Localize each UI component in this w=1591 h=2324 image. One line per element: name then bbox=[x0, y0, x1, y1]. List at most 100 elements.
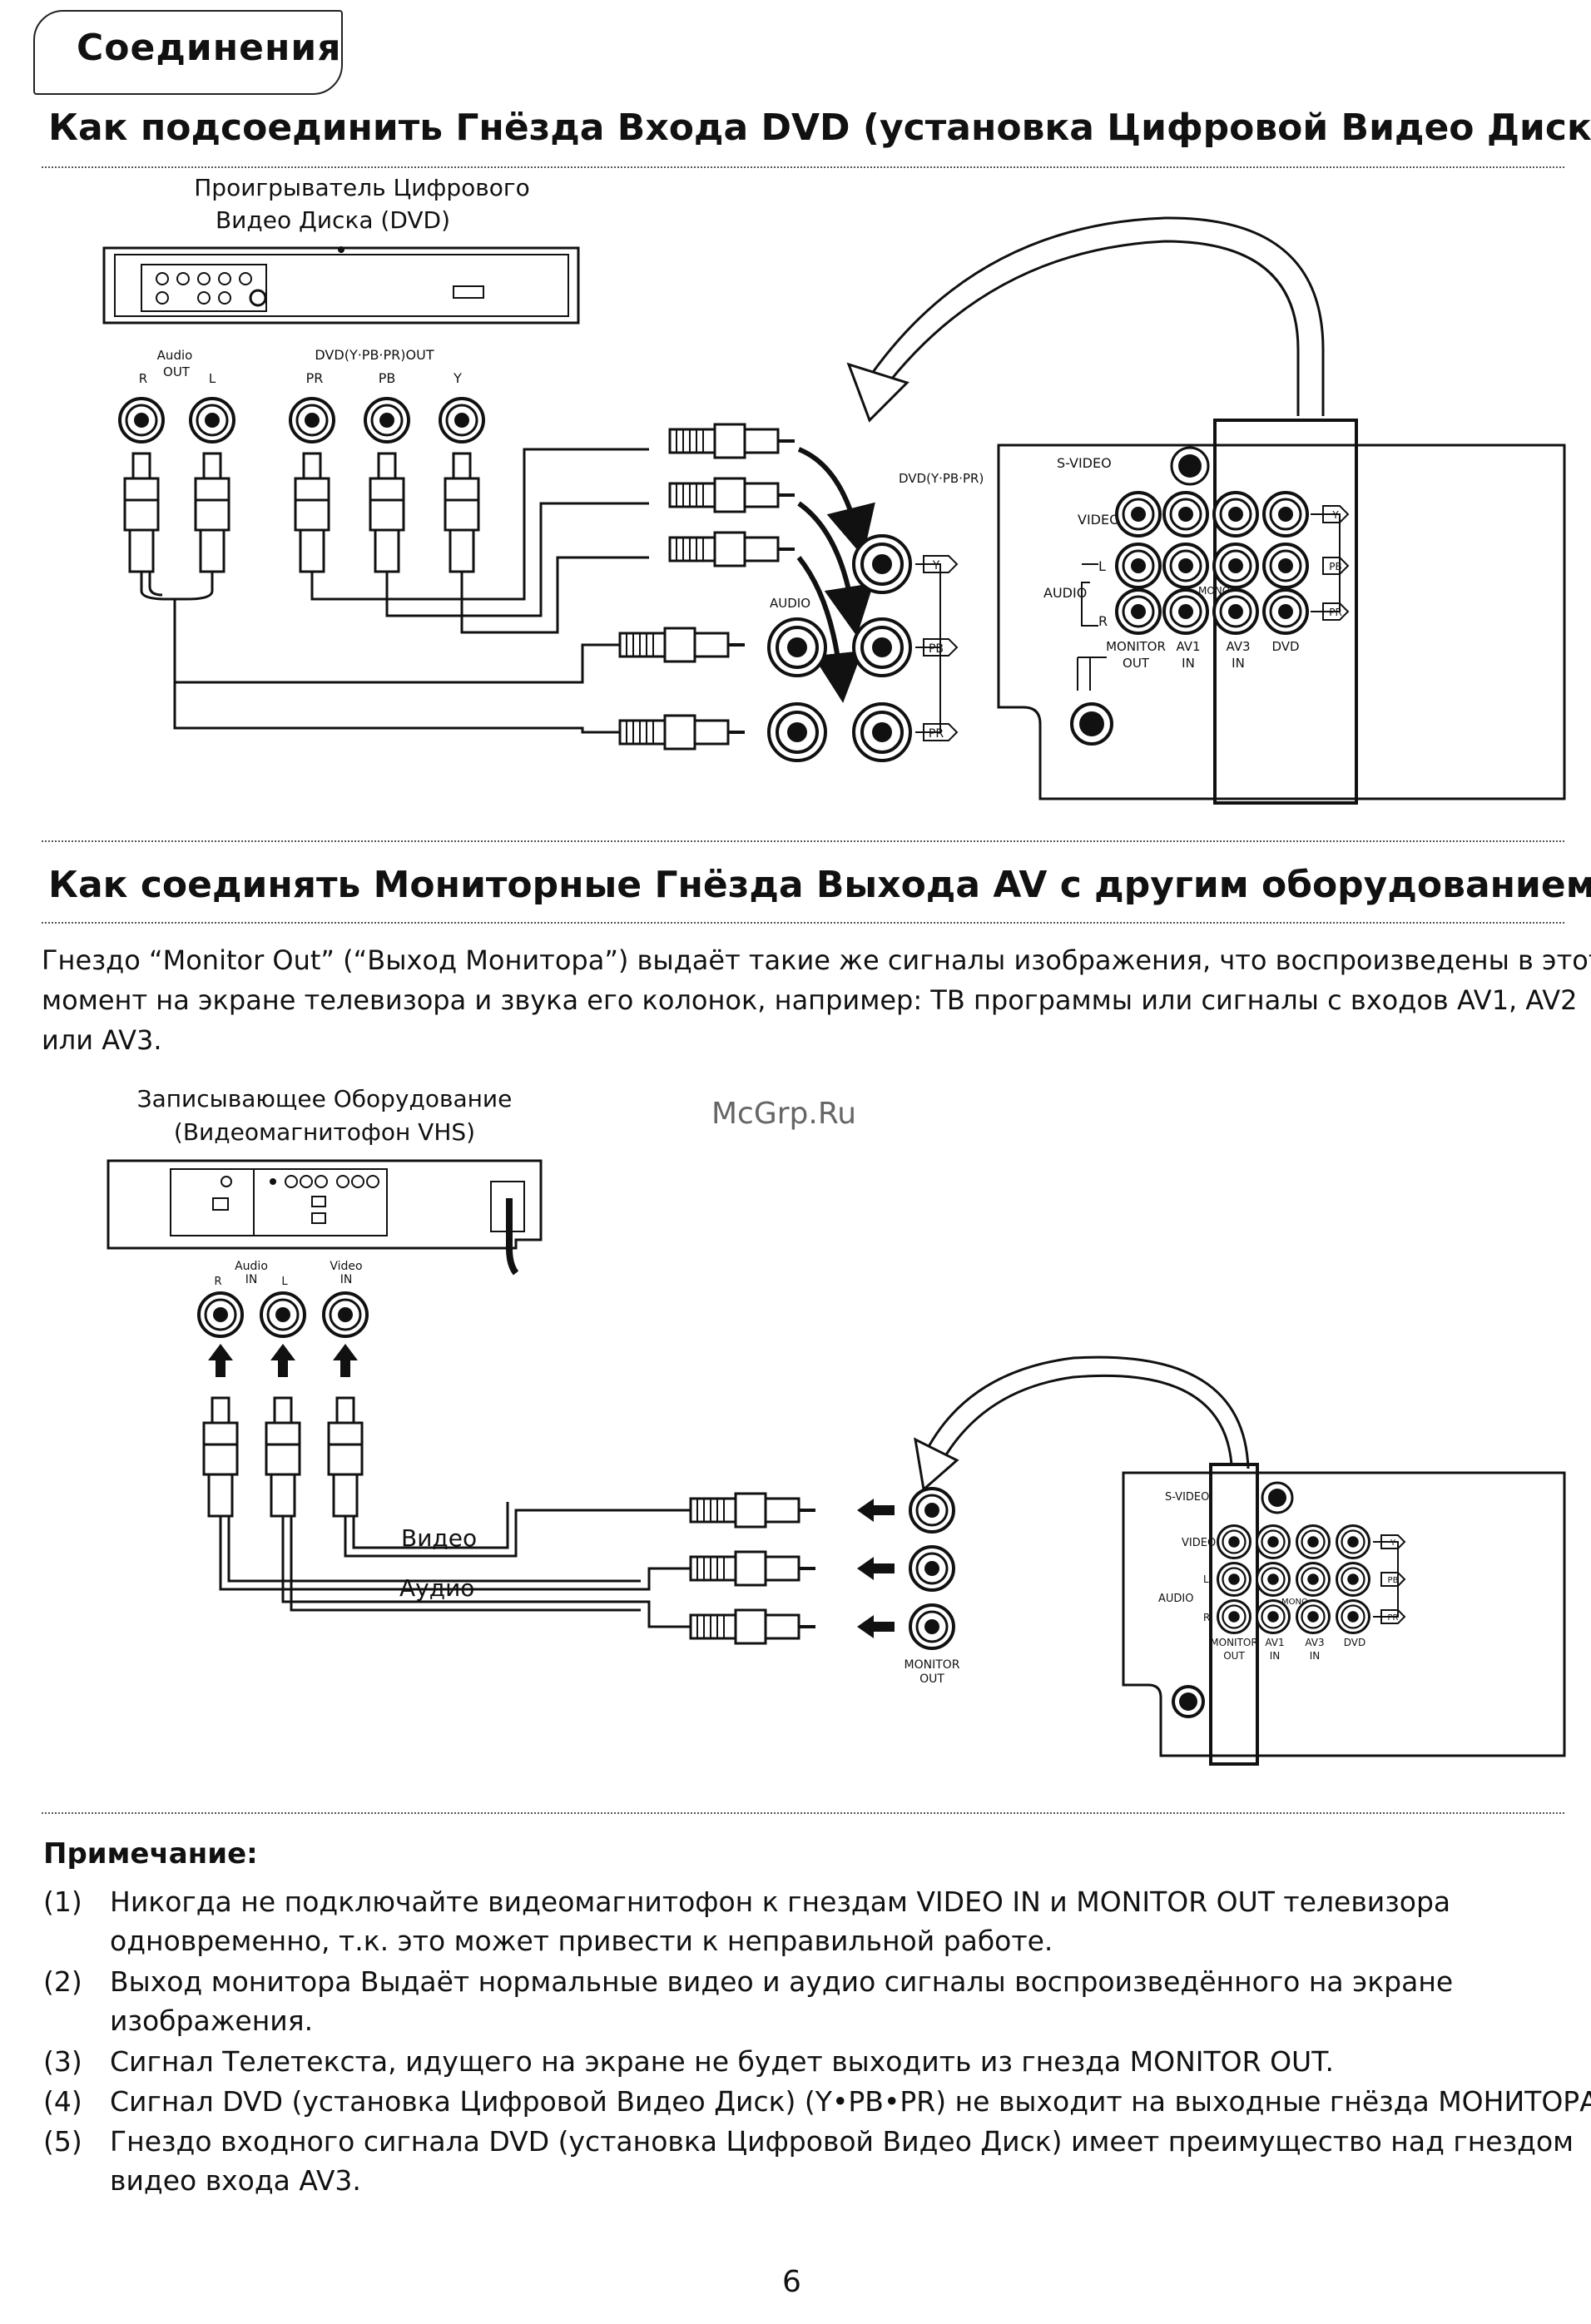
vcr-video-label: Video bbox=[330, 1260, 362, 1273]
dvd-out-label: DVD(Y·PB·PR)OUT bbox=[315, 347, 434, 363]
audio-out-label-2: OUT bbox=[163, 364, 191, 379]
jack-pb-label: PB bbox=[379, 370, 396, 386]
svg-text:PR: PR bbox=[1329, 607, 1342, 618]
tv-audio-label: AUDIO bbox=[770, 596, 810, 611]
monitor-out-audio-r-jack bbox=[909, 1603, 955, 1650]
svg-text:AUDIO: AUDIO bbox=[1158, 1593, 1194, 1605]
vcr bbox=[107, 1159, 543, 1276]
notes-heading: Примечание: bbox=[43, 1837, 258, 1871]
svg-text:MONITOR: MONITOR bbox=[1106, 639, 1166, 654]
svg-text:R: R bbox=[214, 1276, 221, 1288]
tv-rear-panel: S-VIDEO VIDEO AUDIO L R MONO Y PB PR MON… bbox=[997, 419, 1566, 805]
vcr-caption-1: Записывающее Оборудование bbox=[137, 1085, 513, 1112]
note-text: Сигнал Телетекста, идущего на экране не … bbox=[110, 2045, 1334, 2078]
svg-text:IN: IN bbox=[245, 1273, 258, 1286]
audio-out-label: Audio bbox=[157, 348, 193, 363]
monitor-section-heading: Как соединять Мониторные Гнёзда Выхода A… bbox=[48, 864, 1591, 906]
svg-text:AV3: AV3 bbox=[1305, 1637, 1324, 1648]
note-text: Никогда не подключайте видеомагнитофон к… bbox=[110, 1885, 1451, 1918]
svg-text:L: L bbox=[1203, 1573, 1209, 1585]
note-number: (3) bbox=[43, 2045, 82, 2078]
svg-text:AV1: AV1 bbox=[1176, 639, 1200, 654]
note-number: (4) bbox=[43, 2085, 82, 2118]
panel-video: VIDEO bbox=[1078, 512, 1120, 528]
svg-text:PB: PB bbox=[1329, 561, 1341, 572]
plug bbox=[202, 1396, 239, 1518]
svg-text:IN: IN bbox=[1182, 656, 1195, 671]
section-tag-label: Соединения bbox=[77, 27, 342, 69]
page-number: 6 bbox=[782, 2265, 801, 2299]
panel-y-label: Y bbox=[932, 559, 940, 572]
svg-text:S-VIDEO: S-VIDEO bbox=[1165, 1491, 1209, 1504]
divider bbox=[42, 1812, 1564, 1814]
cables bbox=[140, 448, 649, 734]
panel-l: L bbox=[1098, 558, 1106, 574]
divider bbox=[42, 840, 1564, 842]
note-text: видео входа AV3. bbox=[110, 2164, 361, 2197]
svg-text:IN: IN bbox=[340, 1273, 353, 1286]
cable-audio-label: Аудио bbox=[399, 1574, 474, 1602]
monitor-out-video-jack bbox=[909, 1487, 955, 1534]
watermark: McGrp.Ru bbox=[711, 1097, 857, 1131]
note-number: (2) bbox=[43, 1965, 82, 1998]
note-number: (1) bbox=[43, 1885, 82, 1918]
panel-r: R bbox=[1098, 613, 1108, 629]
dvd-player bbox=[102, 246, 580, 325]
note-3: (3) Сигнал Телетекста, идущего на экране… bbox=[43, 2042, 1574, 2081]
monitor-paragraph: Гнездо “Monitor Out” (“Выход Монитора”) … bbox=[42, 940, 1591, 1060]
monitor-out-audio-l-jack bbox=[909, 1545, 955, 1592]
plug-audio bbox=[689, 1550, 817, 1587]
dvd-section-heading: Как подсоединить Гнёзда Входа DVD (устан… bbox=[48, 107, 1591, 149]
svg-text:R: R bbox=[1203, 1612, 1210, 1623]
note-1: (1) Никогда не подключайте видеомагнитоф… bbox=[43, 1882, 1574, 1960]
section-tag: Соединения bbox=[33, 10, 343, 95]
vcr-audio-label: Audio bbox=[235, 1260, 268, 1273]
note-text: Выход монитора Выдаёт нормальные видео и… bbox=[110, 1965, 1454, 1998]
jack-pr-label: PR bbox=[306, 370, 324, 386]
note-5: (5) Гнездо входного сигнала DVD (установ… bbox=[43, 2122, 1574, 2200]
panel-s-video: S-VIDEO bbox=[1057, 455, 1112, 471]
monitor-out-label: MONITOR bbox=[905, 1658, 960, 1672]
up-arrows bbox=[208, 1344, 358, 1377]
vcr-audio-l-jack bbox=[260, 1291, 306, 1338]
vcr-video-jack bbox=[322, 1291, 369, 1338]
tv-rear-panel-small: S-VIDEO VIDEO AUDIO L R MONO Y PB PR MON… bbox=[1122, 1463, 1566, 1766]
player-caption-1: Проигрыватель Цифрового bbox=[194, 174, 530, 201]
plug bbox=[327, 1396, 364, 1518]
panel-audio: AUDIO bbox=[1043, 585, 1087, 601]
dvd-connection-diagram: Проигрыватель Цифрового Видео Диска (DVD… bbox=[102, 174, 1566, 805]
svg-text:VIDEO: VIDEO bbox=[1182, 1537, 1216, 1549]
svg-text:DVD: DVD bbox=[1344, 1637, 1365, 1648]
note-number: (5) bbox=[43, 2125, 82, 2158]
zoom-arrow bbox=[880, 240, 1300, 416]
player-caption-2: Видео Диска (DVD) bbox=[216, 206, 450, 234]
vcr-caption-2: (Видеомагнитофон VHS) bbox=[174, 1118, 475, 1146]
paragraph-line: момент на экране телевизора и звука его … bbox=[42, 984, 1578, 1016]
note-text: одновременно, т.к. это может привести к … bbox=[110, 1925, 1053, 1957]
plug bbox=[265, 1396, 301, 1518]
divider bbox=[42, 166, 1564, 168]
svg-text:OUT: OUT bbox=[919, 1672, 944, 1686]
note-text: Гнездо входного сигнала DVD (установка Ц… bbox=[110, 2125, 1574, 2158]
divider bbox=[42, 922, 1564, 924]
plug-video bbox=[689, 1492, 817, 1529]
svg-text:MONITOR: MONITOR bbox=[1210, 1637, 1257, 1648]
tv-dvd-label: DVD(Y·PB·PR) bbox=[899, 471, 984, 486]
note-4: (4) Сигнал DVD (установка Цифровой Видео… bbox=[43, 2082, 1591, 2121]
svg-text:Y: Y bbox=[1331, 509, 1339, 521]
paragraph-line: Гнездо “Monitor Out” (“Выход Монитора”) … bbox=[42, 944, 1591, 976]
monitor-out-diagram: Записывающее Оборудование (Видеомагнитоф… bbox=[107, 1085, 1566, 1766]
panel-pr-label: PR bbox=[929, 727, 944, 741]
panel-pb-label: PB bbox=[929, 642, 944, 656]
vcr-cables bbox=[219, 1502, 691, 1628]
audio-r-label: R bbox=[139, 371, 147, 386]
plug-audio bbox=[689, 1608, 817, 1645]
paragraph-line: или AV3. bbox=[42, 1024, 162, 1056]
svg-text:IN: IN bbox=[1232, 656, 1245, 671]
zoom-arrow-2 bbox=[939, 1374, 1233, 1465]
svg-text:OUT: OUT bbox=[1123, 656, 1150, 671]
vcr-audio-r-jack bbox=[197, 1291, 244, 1338]
svg-text:PB: PB bbox=[1388, 1576, 1399, 1585]
note-text: изображения. bbox=[110, 2004, 314, 2037]
svg-text:AV1: AV1 bbox=[1265, 1637, 1284, 1648]
